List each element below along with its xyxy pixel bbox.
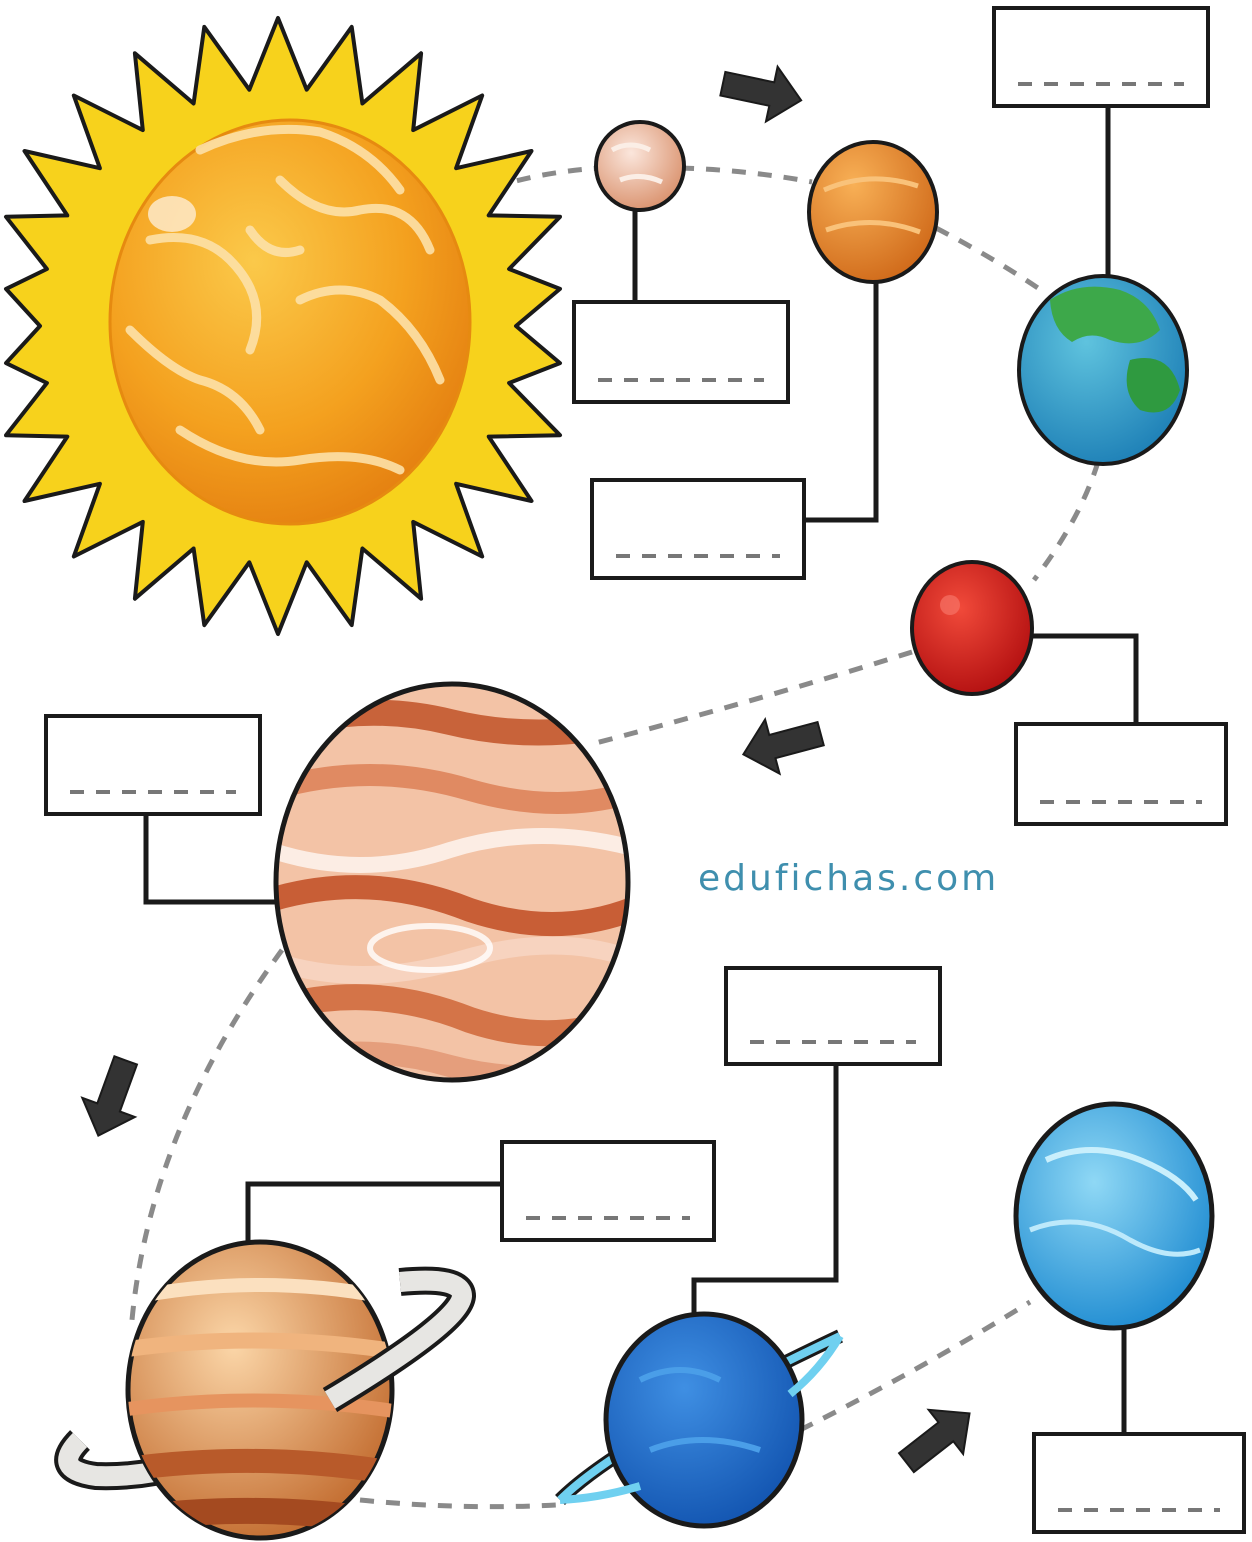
uranus-label-field[interactable]	[724, 966, 942, 1066]
planet-mars	[912, 562, 1032, 694]
mars-label-field[interactable]	[1014, 722, 1228, 826]
direction-arrow	[72, 1051, 152, 1145]
neptune-label-field[interactable]	[1032, 1432, 1246, 1534]
direction-arrow	[736, 707, 828, 782]
planet-jupiter	[270, 684, 640, 1080]
planet-neptune	[1016, 1104, 1212, 1328]
sun	[6, 18, 560, 634]
earth-label-field[interactable]	[992, 6, 1210, 108]
saturn-label-field[interactable]	[500, 1140, 716, 1242]
planet-uranus	[560, 1314, 840, 1526]
mercury-label-field[interactable]	[572, 300, 790, 404]
planet-earth	[1019, 276, 1187, 464]
planet-venus	[809, 142, 937, 282]
jupiter-label-field[interactable]	[44, 714, 262, 816]
planet-mercury	[596, 122, 684, 210]
direction-arrow	[889, 1391, 987, 1484]
watermark: edufichas.com	[698, 858, 999, 899]
direction-arrow	[717, 56, 807, 127]
planet-saturn	[68, 1242, 462, 1538]
venus-label-field[interactable]	[590, 478, 806, 580]
